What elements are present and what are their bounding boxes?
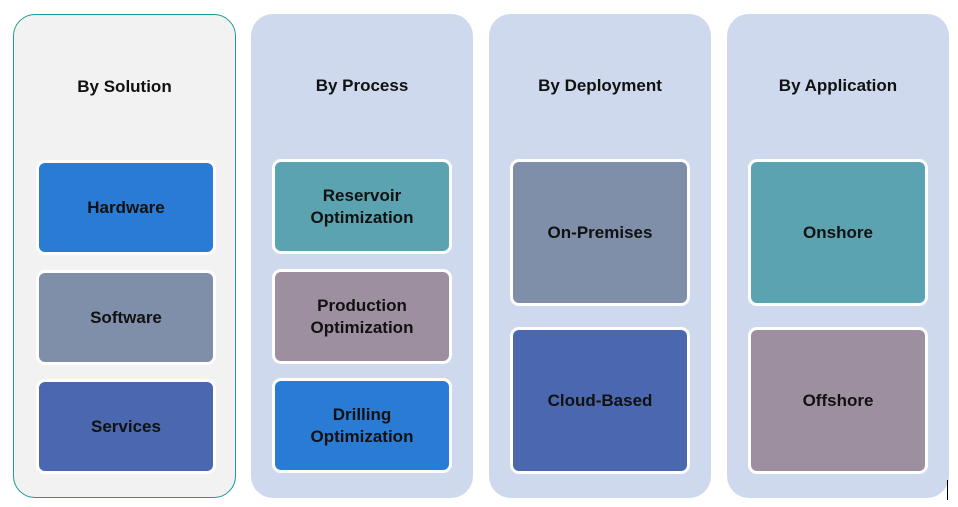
segment-column-by-deployment: By Deployment On-Premises Cloud-Based xyxy=(489,14,711,498)
segment-box-cloud-based: Cloud-Based xyxy=(510,327,690,474)
segment-box-reservoir-optimization: Reservoir Optimization xyxy=(272,159,452,254)
column-title: By Solution xyxy=(77,77,172,96)
column-title: By Application xyxy=(778,76,898,95)
segment-box-services: Services xyxy=(36,379,216,474)
segment-box-production-optimization: Production Optimization xyxy=(272,269,452,364)
segment-box-onshore: Onshore xyxy=(748,159,928,306)
segment-column-by-application: By Application Onshore Offshore xyxy=(727,14,949,498)
segment-box-hardware: Hardware xyxy=(36,160,216,255)
text-cursor xyxy=(947,480,948,500)
segment-box-on-premises: On-Premises xyxy=(510,159,690,306)
column-title: By Process xyxy=(315,76,409,95)
segment-column-by-solution: By Solution Hardware Software Services xyxy=(13,14,236,498)
segment-box-offshore: Offshore xyxy=(748,327,928,474)
segment-box-drilling-optimization: Drilling Optimization xyxy=(272,378,452,473)
segment-column-by-process: By Process Reservoir Optimization Produc… xyxy=(251,14,473,498)
column-title: By Deployment xyxy=(538,76,662,95)
segment-box-software: Software xyxy=(36,270,216,365)
